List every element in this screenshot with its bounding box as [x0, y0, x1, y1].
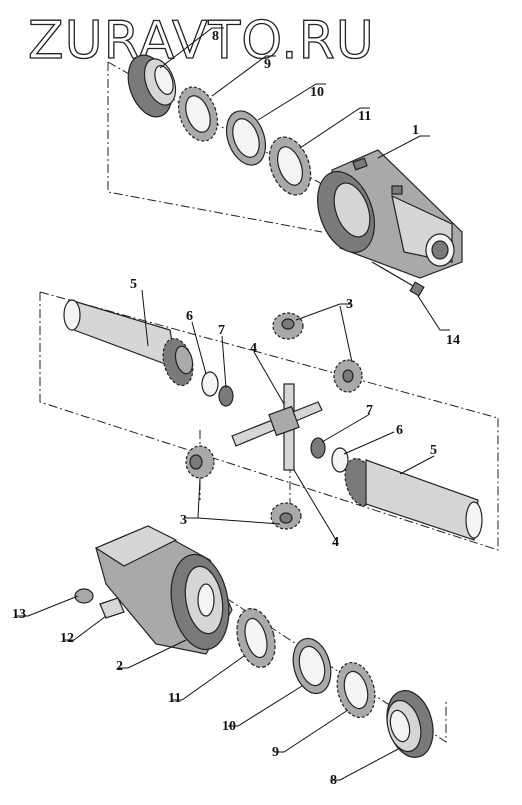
label-bottom-8: 8 — [330, 773, 337, 788]
pinion-gear-right-3 — [333, 359, 363, 393]
friction-disc-top-10 — [225, 110, 267, 166]
friction-disc-bottom-11 — [236, 608, 276, 668]
label-gear-3-top: 3 — [346, 297, 353, 312]
label-left-7: 7 — [218, 323, 225, 338]
bearing-cup-bottom — [386, 690, 434, 758]
label-washer-12: 12 — [60, 631, 74, 646]
label-pin-4-bottom: 4 — [332, 535, 339, 550]
watermark: ZURAVTO.RU — [28, 11, 375, 71]
leader-lines — [16, 27, 450, 781]
assembly-axis-middle — [39, 291, 499, 551]
friction-disc-bottom-10 — [292, 637, 332, 695]
bolt-14 — [371, 261, 425, 297]
label-bottom-11: 11 — [168, 691, 181, 706]
thrust-washer-right-7 — [310, 437, 326, 459]
friction-disc-top-9 — [177, 86, 219, 142]
lock-washer-12 — [99, 597, 125, 619]
pinion-gear-left-3 — [185, 445, 215, 479]
label-left-5: 5 — [130, 277, 137, 292]
spider-pin-4 — [231, 383, 323, 471]
label-case-2: 2 — [116, 659, 123, 674]
label-gear-3-bottom: 3 — [180, 513, 187, 528]
bearing-cup-top — [127, 54, 177, 118]
axle-gear-left-5 — [63, 299, 194, 387]
retaining-ring-left-6 — [201, 371, 219, 397]
label-nut-13: 13 — [12, 607, 26, 622]
friction-disc-bottom-9 — [336, 661, 376, 719]
label-top-9: 9 — [264, 57, 271, 72]
label-top-10: 10 — [310, 85, 324, 100]
label-bolt-14: 14 — [446, 333, 460, 348]
friction-disc-top-11 — [268, 136, 312, 196]
differential-case-half-2 — [94, 525, 233, 655]
pinion-gear-top-3 — [272, 312, 304, 340]
label-pin-4-top: 4 — [250, 341, 257, 356]
label-bottom-10: 10 — [222, 719, 236, 734]
label-top-1: 1 — [412, 123, 419, 138]
label-right-7: 7 — [366, 403, 373, 418]
label-bottom-9: 9 — [272, 745, 279, 760]
label-left-6: 6 — [186, 309, 193, 324]
differential-case-half-1 — [317, 149, 463, 279]
thrust-washer-left-7 — [218, 385, 234, 407]
label-top-11: 11 — [358, 109, 371, 124]
part-number-labels: 8 9 10 11 1 14 5 6 7 4 3 7 6 5 3 4 13 12… — [12, 29, 460, 788]
label-right-5: 5 — [430, 443, 437, 458]
pinion-gear-bottom-3 — [270, 502, 302, 530]
label-right-6: 6 — [396, 423, 403, 438]
label-top-8: 8 — [212, 29, 219, 44]
axle-gear-right-5 — [344, 457, 483, 541]
nut-13 — [74, 588, 94, 604]
